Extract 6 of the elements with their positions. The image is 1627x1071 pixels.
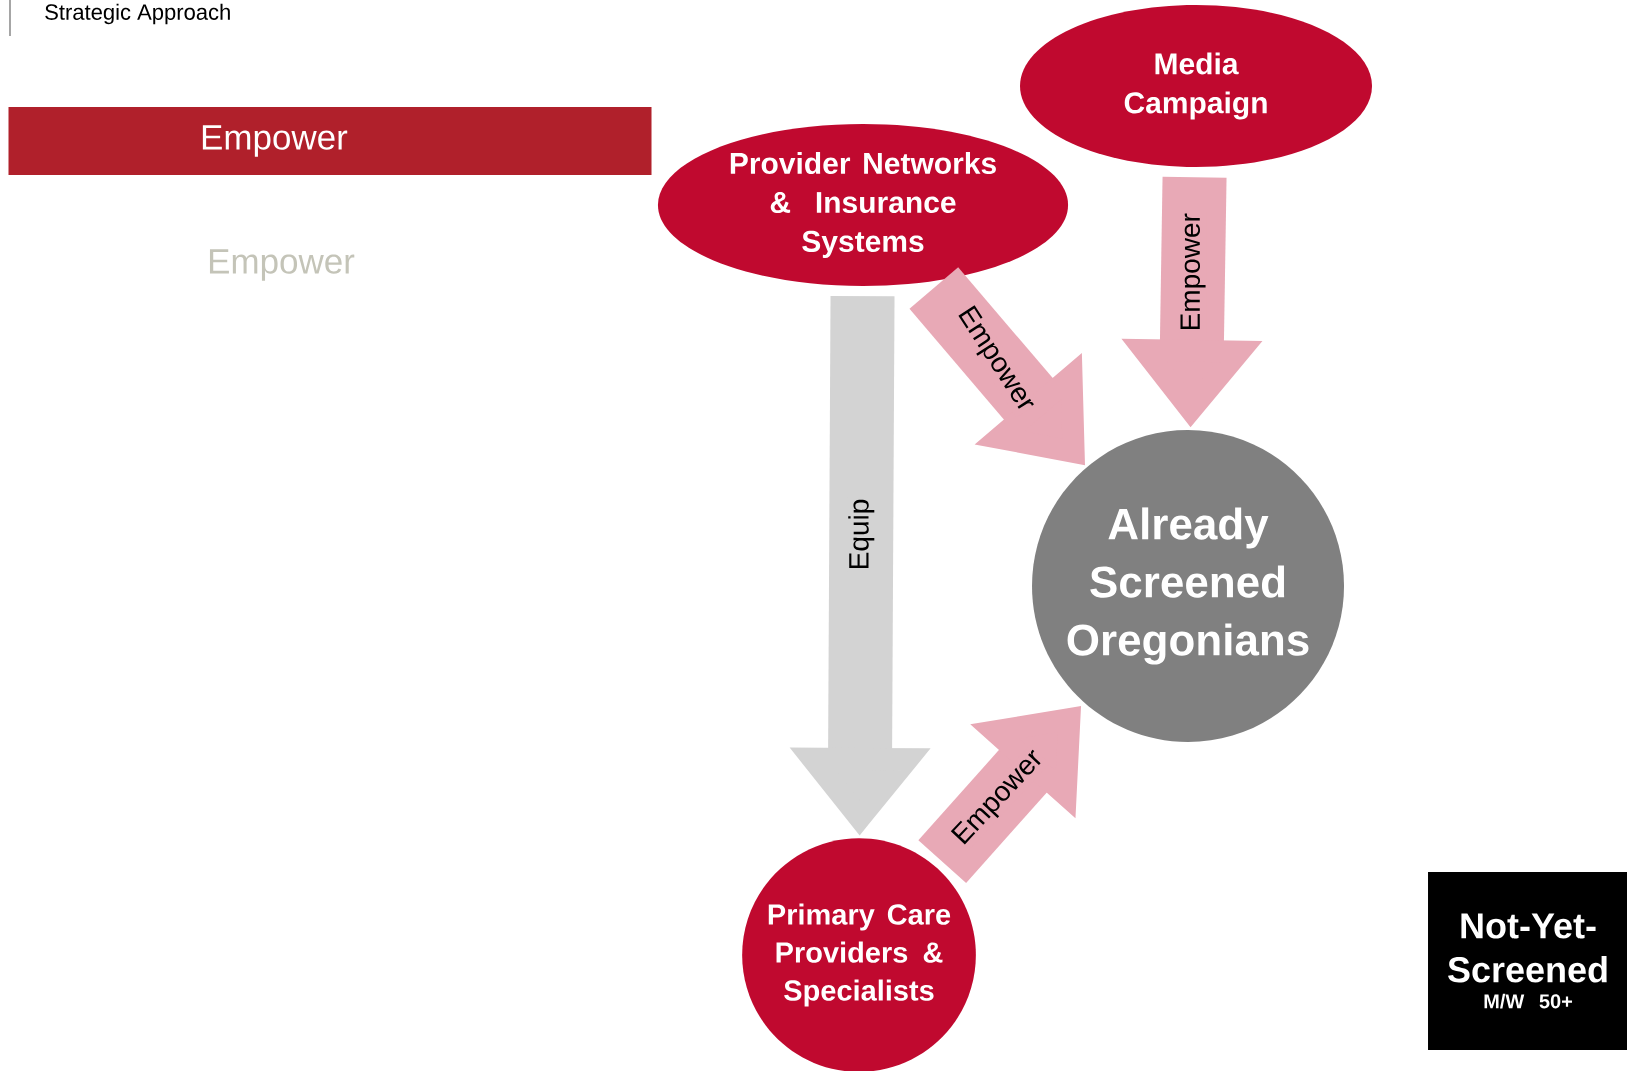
edge-label: Empower [1179,212,1207,333]
text-box: Not-Yet-Screened M/W 50+ [1428,872,1627,1050]
banner-bar: Empower [8,107,652,175]
faded-text: Empower [209,249,355,281]
heading: Strategic Approach [45,3,230,25]
edge-label: Equip [847,497,876,572]
